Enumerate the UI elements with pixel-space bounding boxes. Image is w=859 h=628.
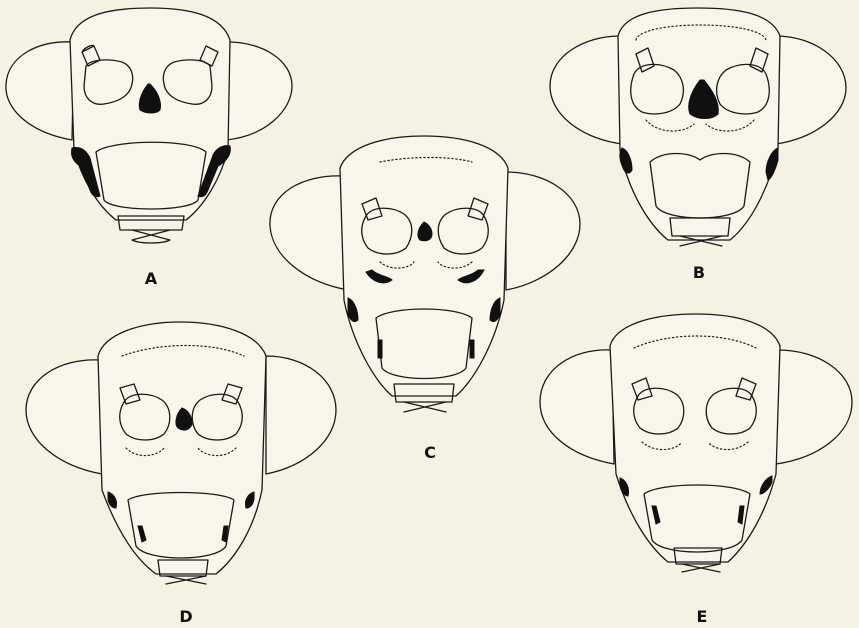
figure-label-a: A (145, 269, 158, 288)
figure-label-b: B (693, 263, 705, 282)
figure-label-d: D (179, 607, 192, 626)
eye-left (270, 176, 348, 290)
eye-left (550, 36, 622, 144)
head-capsule (610, 314, 780, 562)
mandibles (682, 564, 720, 572)
figure-label-c: C (424, 443, 436, 462)
eye-right (776, 350, 852, 464)
clypeal-spot-left (378, 340, 382, 358)
mandibles (166, 576, 206, 584)
clypeal-spot-right (470, 340, 474, 358)
head-figure-e: E (540, 314, 852, 626)
mandibles (404, 402, 446, 412)
head-figure-b: B (550, 8, 846, 282)
head-capsule (340, 136, 508, 396)
eye-right (776, 36, 846, 144)
eye-left (540, 350, 614, 464)
head-figure-a: A (6, 8, 292, 288)
head-capsule (618, 8, 780, 240)
eye-right (226, 42, 292, 140)
mandibles (132, 230, 170, 243)
head-figure-d: D (26, 322, 336, 626)
eye-right (266, 356, 336, 474)
eye-left (6, 42, 74, 140)
eye-left (26, 360, 102, 474)
head-capsule (98, 322, 266, 574)
eye-right (506, 172, 580, 290)
figure-label-e: E (697, 607, 708, 626)
